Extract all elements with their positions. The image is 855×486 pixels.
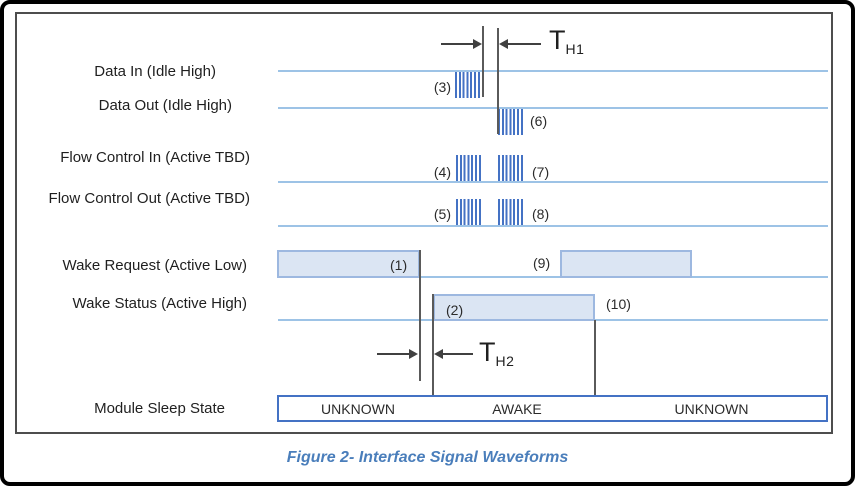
guide-line-th2-left [419, 250, 421, 381]
th2-arrowhead-left-icon [434, 349, 443, 359]
th1-label: TH1 [549, 25, 585, 57]
marker-6: (6) [530, 113, 548, 129]
guide-line-th1-left [482, 26, 484, 97]
th1-arrow-line-right [508, 43, 541, 45]
wake-request-pulse-9 [560, 250, 692, 278]
figure-caption: Figure 2- Interface Signal Waveforms [286, 449, 569, 466]
signal-label-wake-request: Wake Request (Active Low) [62, 257, 247, 274]
marker-7: (7) [532, 164, 550, 180]
marker-9: (9) [533, 255, 551, 271]
th1-arrowhead-right-icon [473, 39, 482, 49]
signal-label-flow-control-in: Flow Control In (Active TBD) [60, 149, 250, 166]
wake-request-pulse-1 [277, 250, 420, 278]
marker-4: (4) [433, 164, 451, 180]
wake-request-baseline [278, 276, 828, 278]
burst-flow-control-in-7 [498, 155, 524, 181]
burst-flow-control-out-5 [456, 199, 482, 225]
marker-5: (5) [433, 206, 451, 222]
signal-label-data-out: Data Out (Idle High) [98, 97, 232, 114]
marker-3: (3) [433, 79, 451, 95]
signal-label-data-in: Data In (Idle High) [94, 63, 216, 80]
figure-border-box [15, 12, 833, 434]
signal-label-flow-control-out: Flow Control Out (Active TBD) [48, 190, 250, 207]
th2-arrow-line-left [377, 353, 410, 355]
marker-1: (1) [390, 257, 408, 273]
burst-flow-control-in-4 [456, 155, 482, 181]
data-in-baseline [278, 70, 828, 72]
burst-data-in-3 [455, 72, 481, 98]
sleep-state-unknown-2: UNKNOWN [674, 400, 749, 417]
th2-label-base: T [479, 337, 496, 367]
sleep-state-awake: AWAKE [492, 400, 542, 417]
wake-status-pulse-2 [433, 294, 595, 321]
th1-label-base: T [549, 25, 566, 55]
flow-control-out-baseline [278, 225, 828, 227]
module-sleep-state-box: UNKNOWN AWAKE UNKNOWN [277, 395, 828, 422]
marker-10: (10) [606, 296, 631, 312]
data-out-baseline [278, 107, 828, 109]
th2-label: TH2 [479, 337, 515, 369]
signal-label-wake-status: Wake Status (Active High) [72, 295, 248, 312]
th2-arrow-line-right [443, 353, 473, 355]
th1-arrowhead-left-icon [499, 39, 508, 49]
guide-line-awake-end [594, 320, 596, 422]
th2-label-subscript: H2 [495, 353, 515, 369]
marker-8: (8) [532, 206, 550, 222]
signal-label-module-sleep-state: Module Sleep State [94, 400, 225, 417]
sleep-state-unknown-1: UNKNOWN [321, 400, 395, 417]
guide-line-th1-right [497, 28, 499, 134]
burst-data-out-6 [498, 109, 524, 135]
th1-label-subscript: H1 [565, 41, 585, 57]
guide-line-th2-right [432, 294, 434, 422]
th2-arrowhead-right-icon [409, 349, 418, 359]
burst-flow-control-out-8 [498, 199, 524, 225]
marker-2: (2) [446, 302, 464, 318]
flow-control-in-baseline [278, 181, 828, 183]
th1-arrow-line-left [441, 43, 474, 45]
